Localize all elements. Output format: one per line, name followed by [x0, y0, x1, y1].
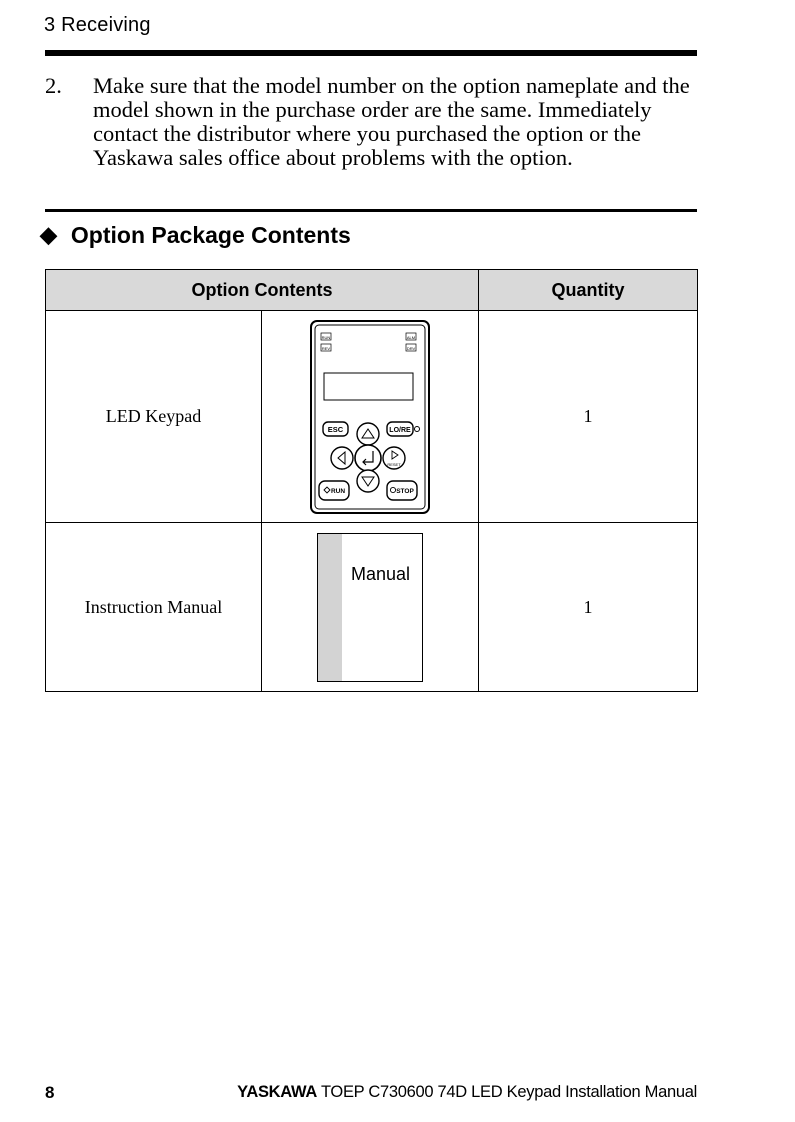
lo-re-led: [414, 425, 420, 432]
alm-indicator-label: ALM: [407, 335, 415, 340]
section-heading: ◆ Option Package Contents: [40, 220, 351, 250]
table-row: LED Keypad RUN REV ALM DRV ESC: [45, 310, 699, 523]
lo-re-key: [386, 420, 414, 437]
rev-indicator: [320, 343, 332, 351]
header-rule: [45, 50, 697, 56]
up-key: [356, 421, 380, 446]
page-header-title: 3 Receiving: [44, 14, 151, 36]
manual-cover-label: Manual: [351, 563, 411, 584]
stop-key: [386, 479, 418, 501]
step-number: 2.: [45, 73, 62, 98]
drv-indicator: [405, 343, 417, 351]
table-row: Instruction Manual Manual 1: [45, 522, 699, 692]
enter-key: [354, 443, 382, 472]
manual-spine: [318, 533, 342, 681]
page-number: 8: [45, 1083, 55, 1102]
item-quantity: 1: [478, 310, 699, 523]
step-text: Make sure that the model number on the o…: [93, 73, 690, 170]
footer-brand: YASKAWA: [237, 1083, 317, 1101]
item-image-cell: Manual: [260, 522, 480, 692]
option-contents-table: Option Contents Quantity LED Keypad RUN …: [44, 269, 699, 692]
diamond-bullet-icon: ◆: [40, 222, 57, 247]
item-name: LED Keypad: [45, 310, 262, 523]
footer-doc-title: YASKAWA TOEP C730600 74D LED Keypad Inst…: [237, 1083, 697, 1102]
lo-re-key-label: LO/RE: [389, 427, 411, 434]
section-rule: [45, 209, 697, 212]
item-name: Instruction Manual: [45, 522, 262, 692]
led-display: [323, 372, 414, 400]
rev-indicator-label: REV: [322, 346, 331, 351]
run-key: [318, 479, 350, 501]
item-quantity: 1: [478, 522, 699, 692]
item-image-cell: RUN REV ALM DRV ESC LO/RE: [260, 310, 480, 523]
footer-title: TOEP C730600 74D LED Keypad Installation…: [320, 1083, 697, 1101]
alm-indicator: [405, 332, 417, 340]
left-key: [330, 445, 354, 470]
run-indicator-label: RUN: [322, 335, 331, 340]
run-key-label: RUN: [331, 488, 345, 495]
esc-key: [322, 420, 349, 437]
led-keypad-image: RUN REV ALM DRV ESC LO/RE: [310, 319, 430, 514]
column-header-quantity: Quantity: [478, 269, 699, 311]
run-indicator: [320, 332, 332, 340]
section-title: Option Package Contents: [70, 221, 351, 248]
manual-booklet-image: Manual: [317, 532, 423, 682]
stop-key-label: STOP: [396, 488, 414, 495]
esc-key-label: ESC: [328, 425, 344, 434]
table-header-row: Option Contents Quantity: [44, 269, 699, 311]
column-header-contents: Option Contents: [44, 269, 480, 311]
reset-key-label: RESET: [387, 462, 401, 467]
drv-indicator-label: DRV: [407, 346, 416, 351]
down-key: [356, 468, 380, 493]
